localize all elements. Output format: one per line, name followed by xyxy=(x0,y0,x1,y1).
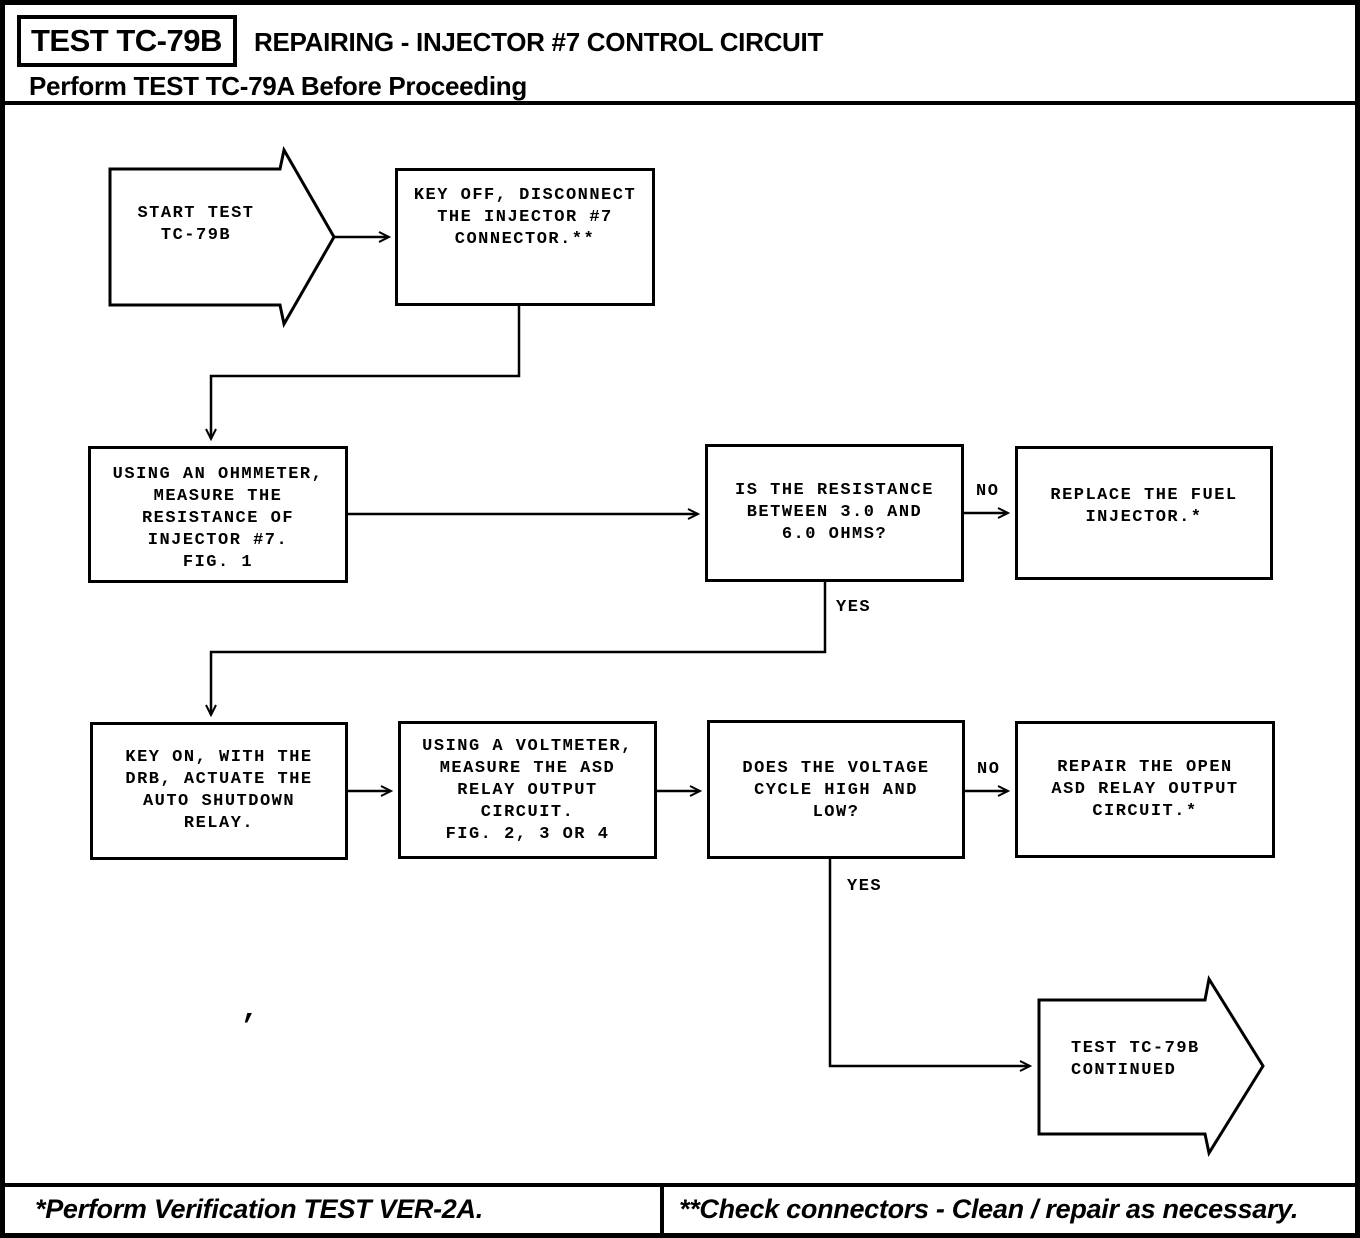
node-actuate-asd-relay: KEY ON, WITH THE DRB, ACTUATE THE AUTO S… xyxy=(90,722,348,860)
footer-vertical-divider xyxy=(660,1183,664,1233)
flowchart-wires xyxy=(108,145,1265,1157)
node-repair-asd-circuit: REPAIR THE OPEN ASD RELAY OUTPUT CIRCUIT… xyxy=(1015,721,1275,858)
stray-mark: , xyxy=(241,993,260,1027)
node-voltage-cycles: DOES THE VOLTAGE CYCLE HIGH AND LOW? xyxy=(707,720,965,859)
branch-label-no-voltage: NO xyxy=(977,760,1001,779)
branch-label-yes-resistance: YES xyxy=(836,598,872,617)
connector-resistance-yes xyxy=(205,582,827,718)
header-divider xyxy=(5,101,1355,105)
connector-voltage-yes-to-end xyxy=(828,859,1033,1072)
start-arrow-label: START TEST TC-79B xyxy=(137,204,255,245)
footer-note-right: **Check connectors - Clean / repair as n… xyxy=(679,1194,1299,1224)
node-replace-fuel-injector: REPLACE THE FUEL INJECTOR.* xyxy=(1015,446,1273,580)
node-resistance-in-range: IS THE RESISTANCE BETWEEN 3.0 AND 6.0 OH… xyxy=(705,444,964,582)
footer-divider xyxy=(5,1183,1355,1187)
start-arrow-shape xyxy=(108,145,336,329)
node-key-off-disconnect: KEY OFF, DISCONNECT THE INJECTOR #7 CONN… xyxy=(395,168,655,306)
page-title: REPAIRING - INJECTOR #7 CONTROL CIRCUIT xyxy=(254,27,824,57)
end-arrow-shape xyxy=(1037,974,1265,1157)
end-arrow-label: TEST TC-79B CONTINUED xyxy=(1071,1039,1200,1080)
connector-keyoff-to-ohmmeter xyxy=(205,306,521,442)
page-subtitle: Perform TEST TC-79A Before Proceeding xyxy=(29,71,527,101)
test-id-label: TEST TC-79B xyxy=(31,23,222,58)
node-measure-asd-output: USING A VOLTMETER, MEASURE THE ASD RELAY… xyxy=(398,721,657,859)
branch-label-yes-voltage: YES xyxy=(847,877,883,896)
test-id-box: TEST TC-79B xyxy=(17,15,237,67)
branch-label-no-resistance: NO xyxy=(976,482,1000,501)
footer-note-left: *Perform Verification TEST VER-2A. xyxy=(35,1194,483,1224)
node-measure-resistance: USING AN OHMMETER, MEASURE THE RESISTANC… xyxy=(88,446,348,583)
